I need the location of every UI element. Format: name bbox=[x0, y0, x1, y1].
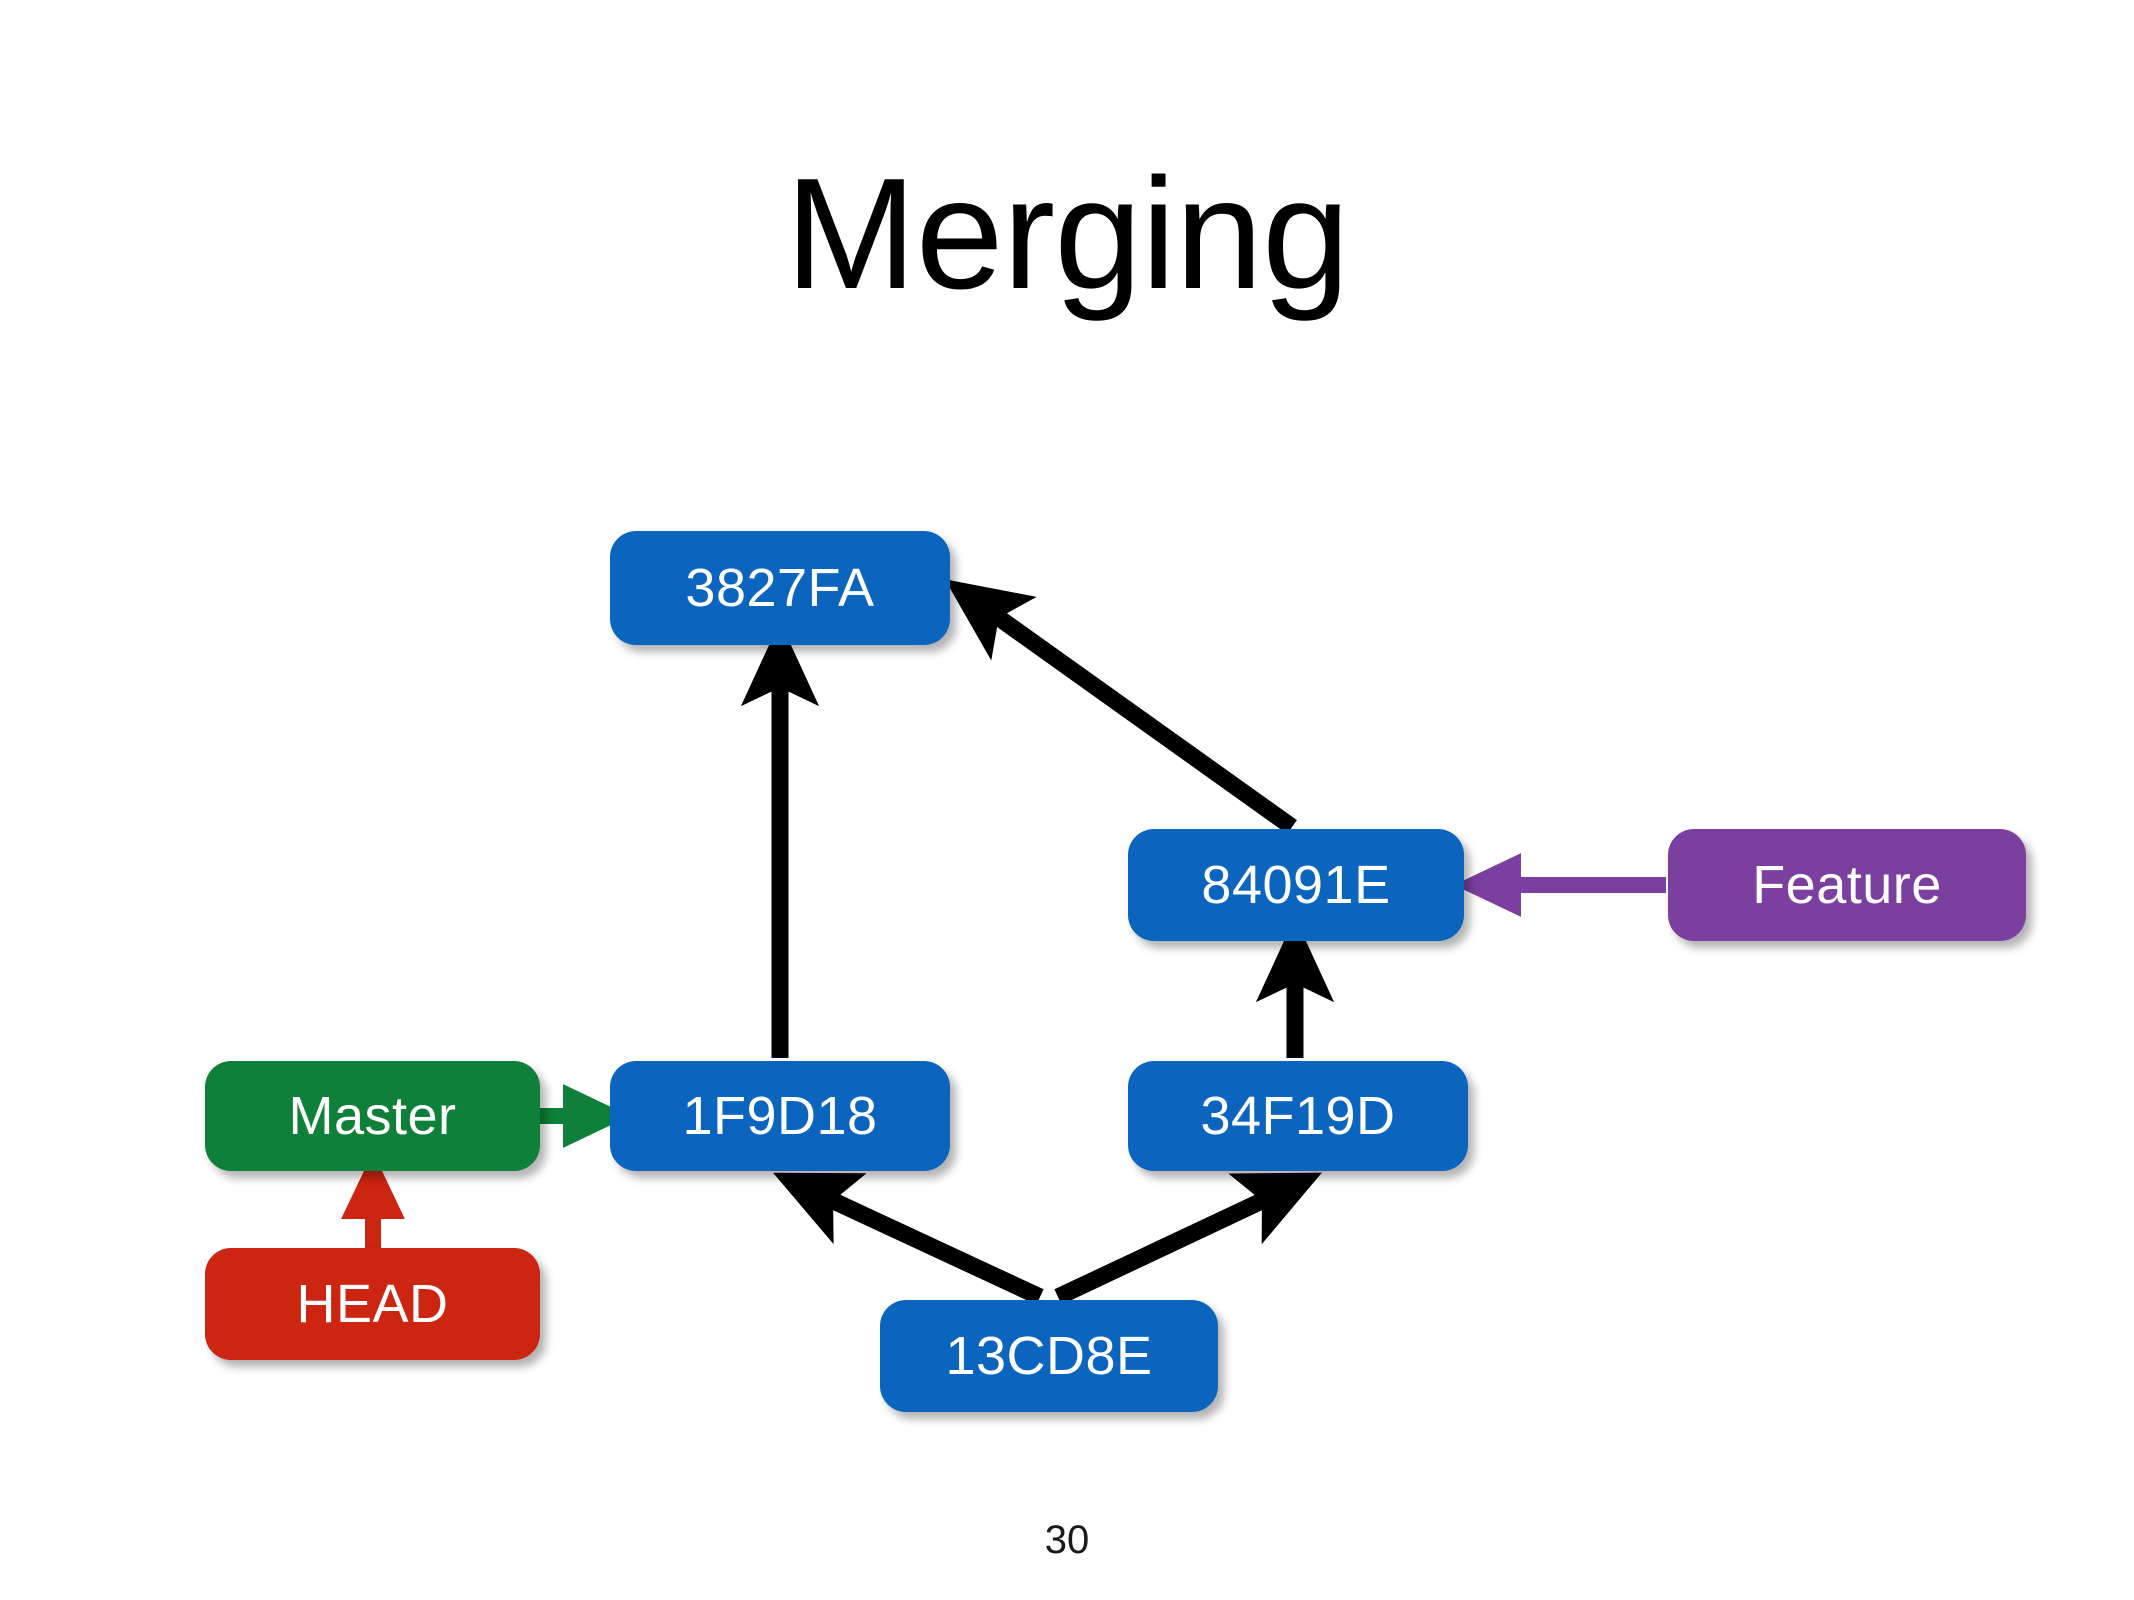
node-label: 3827FA bbox=[685, 558, 875, 618]
branch-label-master[interactable]: Master bbox=[205, 1061, 540, 1171]
commit-node-3827fa[interactable]: 3827FA bbox=[610, 531, 950, 645]
node-label: Feature bbox=[1752, 855, 1942, 915]
page-title: Merging bbox=[785, 146, 1350, 322]
node-label: 13CD8E bbox=[945, 1326, 1153, 1386]
commit-node-13cd8e[interactable]: 13CD8E bbox=[880, 1300, 1218, 1412]
node-label: 34F19D bbox=[1200, 1086, 1396, 1146]
commit-node-84091e[interactable]: 84091E bbox=[1128, 829, 1464, 941]
node-label: HEAD bbox=[296, 1274, 449, 1334]
edge-13cd8e-to-1f9d18 bbox=[773, 1172, 1044, 1305]
node-label: 1F9D18 bbox=[682, 1086, 878, 1146]
commit-node-34f19d[interactable]: 34F19D bbox=[1128, 1061, 1468, 1171]
slide-page-number: 30 bbox=[1044, 1518, 1090, 1562]
node-label: 84091E bbox=[1201, 855, 1391, 915]
node-label: Master bbox=[288, 1086, 457, 1146]
head-pointer-label[interactable]: HEAD bbox=[205, 1248, 540, 1360]
edge-84091e-to-3827fa bbox=[944, 579, 1297, 834]
branch-label-feature[interactable]: Feature bbox=[1668, 829, 2026, 941]
commit-node-1f9d18[interactable]: 1F9D18 bbox=[610, 1061, 950, 1171]
edge-13cd8e-to-34f19d bbox=[1054, 1172, 1322, 1305]
